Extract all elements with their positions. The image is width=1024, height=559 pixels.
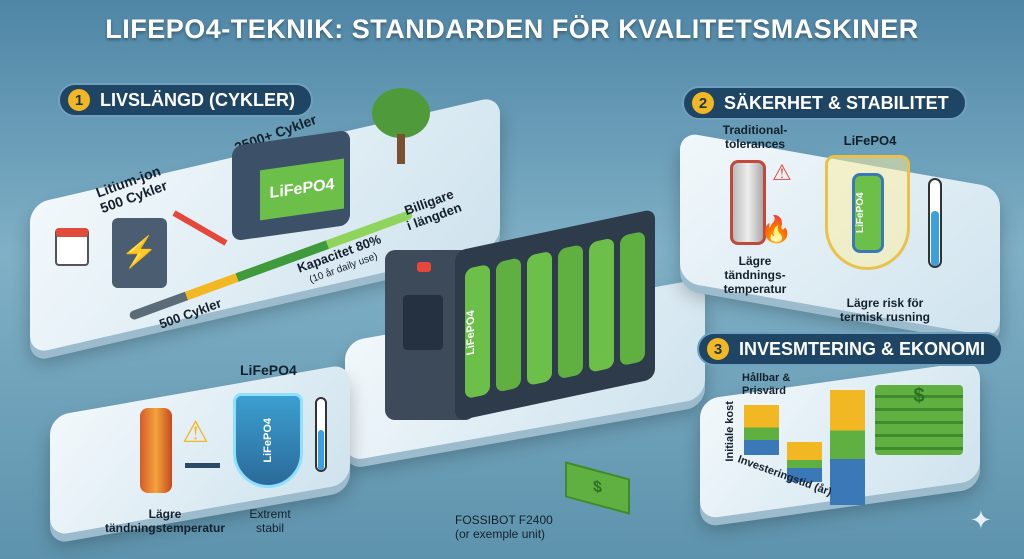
section1-heading: LIVSLÄNGD (CYKLER) [100,89,295,110]
lifepo4-battery-icon: LiFePO4 [232,129,350,242]
traditional-battery-icon [730,160,766,245]
power-button-icon [417,262,431,272]
arrow-icon [185,463,220,468]
shield-icon: LiFePO4 [825,155,910,270]
unit-label: FOSSIBOT F2400 (or exemple unit) [455,513,553,541]
section3-number: 3 [707,338,729,360]
section3-header: 3 INVESMTERING & EKONOMI [697,332,1004,366]
warning-icon: ⚠ [772,160,792,185]
bottom-right-note: Extremt stabil [249,507,291,535]
display-screen [403,295,443,350]
cost-bar [744,405,779,455]
blue-shield-icon: LiFePO4 [233,393,303,488]
traditional-note: Lägre tändnings- temperatur [723,254,787,296]
bottom-left-note: Lägre tändningstemperatur [104,507,225,535]
thermometer-icon [928,178,942,268]
section2-header: 2 SÄKERHET & STABILITET [682,86,967,120]
cash-bill-icon: $ [565,461,630,515]
y-axis-label: Initiale kost [723,401,736,462]
bottom-lifepo4-label: LiFePO4 [240,362,297,378]
cost-bar [830,390,865,505]
cell: LiFePO4 [465,263,490,400]
top-label: Hållbar & Prisvärd [742,372,791,397]
sparkle-icon: ✦ [970,505,992,535]
lifepo4-note: Lägre risk för termisk rusning [839,296,931,324]
battery-label: LiFePO4 [260,158,344,221]
fire-icon: 🔥 [760,214,793,244]
fire-warning-icon: ⚠ [182,416,209,449]
traditional-label: Traditional- tolerances [722,123,788,151]
section2-heading: SÄKERHET & STABILITET [724,92,949,113]
cost-bar [787,442,822,482]
battery-bolt-icon: ⚡ [112,218,167,288]
calendar-icon [55,228,89,266]
lifepo4-cell-icon: LiFePO4 [852,173,884,253]
thermometer-icon [315,397,327,472]
hot-battery-icon [140,408,172,493]
section1-number: 1 [68,89,90,111]
page-title: LIFEPO4-TEKNIK: STANDARDEN FÖR KVALITETS… [105,14,919,44]
lifepo4-label: LiFePO4 [843,133,897,148]
money-stack-icon: $ [875,385,963,455]
tree-icon [372,88,430,164]
section1-header: 1 LIVSLÄNGD (CYKLER) [58,83,313,117]
section3-heading: INVESMTERING & EKONOMI [739,338,986,359]
shield-label: LiFePO4 [262,418,274,463]
section2-number: 2 [692,92,714,114]
